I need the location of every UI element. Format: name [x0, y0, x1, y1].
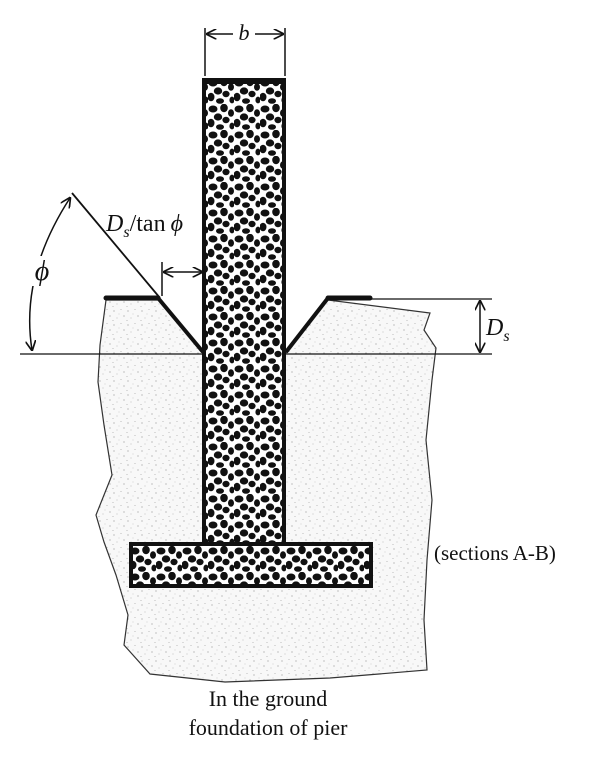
caption-line-1: In the ground [209, 686, 328, 711]
caption-line-2: foundation of pier [189, 715, 349, 740]
width-label: b [239, 20, 250, 45]
depth-label: Ds [485, 315, 510, 345]
depth-dimension [20, 298, 492, 355]
pier-column [202, 78, 286, 547]
section-label: (sections A-B) [434, 541, 556, 565]
footing-slab [129, 542, 373, 588]
angle-label: ϕ [35, 256, 50, 287]
offset-dimension [161, 262, 202, 296]
excavation-cut [103, 295, 373, 354]
